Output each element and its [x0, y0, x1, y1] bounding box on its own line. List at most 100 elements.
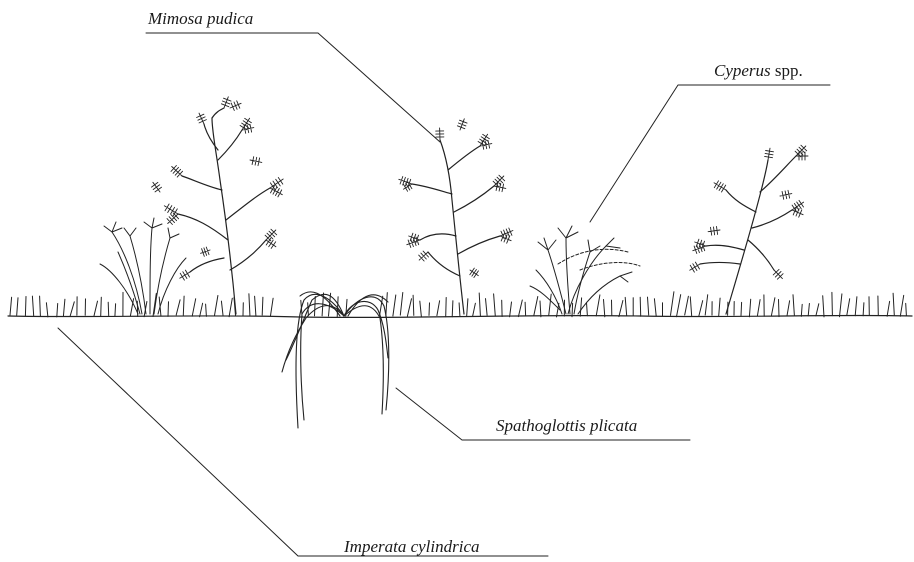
- leaflet: [270, 186, 282, 197]
- grass-blade: [229, 298, 232, 317]
- species-name: Imperata cylindrica: [344, 537, 480, 556]
- grass-blade: [115, 304, 116, 317]
- grass-blade: [749, 299, 750, 317]
- leaflet: [470, 268, 479, 277]
- leaflet: [708, 227, 720, 236]
- grass-blade: [671, 292, 674, 316]
- leaflet: [407, 237, 420, 247]
- grass-blade: [893, 293, 894, 315]
- grass-blade: [604, 300, 605, 317]
- grass-blade: [705, 295, 708, 315]
- middle-mimosa-leaflets: [399, 119, 513, 278]
- grass-blade: [271, 298, 274, 315]
- grass-blade: [168, 302, 169, 317]
- left-sedge-tuft: [100, 218, 186, 314]
- grass-blade: [690, 297, 691, 316]
- grass-blade: [486, 299, 488, 316]
- leaflet: [780, 190, 792, 199]
- grass-blade: [221, 301, 223, 315]
- grass-blade: [200, 303, 203, 317]
- grass-blade: [40, 296, 41, 316]
- leaflet: [250, 157, 262, 166]
- leaflet: [480, 140, 492, 149]
- grass-blade: [32, 296, 33, 316]
- grass-blade: [400, 293, 403, 316]
- grass-blade: [572, 303, 573, 317]
- grass-blade: [206, 304, 207, 316]
- grass-blade: [518, 300, 522, 317]
- grass-blade: [315, 297, 316, 316]
- grass-blade: [772, 298, 775, 316]
- grass-blade: [393, 295, 396, 316]
- cyperus-clump: [530, 226, 640, 314]
- grass-blade: [380, 296, 383, 316]
- grass-blade: [429, 303, 430, 316]
- leaflet: [230, 101, 241, 111]
- grass-blade: [192, 299, 196, 317]
- leaflet: [265, 229, 277, 241]
- grass-blade: [108, 302, 109, 316]
- grass-blade: [467, 299, 468, 316]
- leaflet: [201, 247, 210, 256]
- leader-cyperus: [590, 85, 830, 222]
- grass-blade: [413, 295, 414, 315]
- grass-blade: [832, 292, 833, 315]
- leaflet: [221, 97, 231, 108]
- leaflet: [164, 204, 178, 216]
- species-name: Cyperus: [714, 61, 771, 80]
- grass-blade: [534, 297, 538, 316]
- grass-blade: [580, 298, 581, 316]
- left-mimosa-plant: [178, 108, 270, 314]
- grass-blade: [63, 299, 65, 316]
- leaflet: [180, 270, 190, 280]
- species-name: Spathoglottis plicata: [496, 416, 637, 435]
- grass-blade: [648, 297, 649, 315]
- grass-blade: [719, 298, 720, 316]
- grass-blade: [900, 295, 903, 316]
- grass-blade: [793, 295, 794, 316]
- grass-blade: [510, 302, 512, 317]
- grass-blade: [808, 304, 809, 316]
- grass-blade: [855, 297, 857, 316]
- leaflet: [773, 269, 783, 279]
- leaflet: [796, 152, 808, 160]
- grass-blade: [640, 297, 641, 316]
- grass-blade: [654, 299, 656, 317]
- grass-blade: [459, 303, 460, 316]
- grass-blade: [906, 303, 907, 315]
- right-mimosa-leaflets: [690, 145, 808, 279]
- grass-blade: [10, 297, 12, 315]
- grass-blade: [437, 301, 440, 316]
- label-spathoglottis-plicata: Spathoglottis plicata: [496, 417, 637, 434]
- grass-blade: [183, 296, 184, 315]
- grass-blade: [153, 293, 156, 316]
- grass-blade: [407, 299, 411, 317]
- grass-blade: [70, 302, 74, 316]
- grass-blade: [619, 301, 623, 317]
- leaflet: [167, 213, 179, 225]
- grass-blade: [262, 297, 263, 315]
- spathoglottis-leaves: [282, 292, 389, 428]
- grass-blade: [452, 301, 453, 317]
- middle-mimosa-plant: [412, 140, 500, 314]
- leaflet: [171, 166, 183, 178]
- leaflet: [457, 119, 467, 130]
- grass-blade: [699, 301, 703, 317]
- species-suffix: spp.: [771, 61, 803, 80]
- leaflet: [419, 251, 429, 261]
- grass-blade: [840, 294, 842, 317]
- grass-blade: [587, 303, 588, 316]
- grass-blade: [540, 301, 541, 317]
- grass-blade: [57, 304, 58, 317]
- grass-blade: [525, 302, 526, 315]
- grass-blade: [779, 300, 780, 317]
- grass-blade: [249, 294, 250, 316]
- grass-blade: [17, 298, 18, 315]
- grass-blade: [215, 296, 218, 316]
- species-name: Mimosa pudica: [148, 9, 253, 28]
- grass-blade: [801, 304, 802, 316]
- leaflet: [197, 113, 207, 124]
- grass-blade: [887, 301, 890, 316]
- leaflet: [693, 243, 706, 253]
- grass-blade: [625, 297, 627, 316]
